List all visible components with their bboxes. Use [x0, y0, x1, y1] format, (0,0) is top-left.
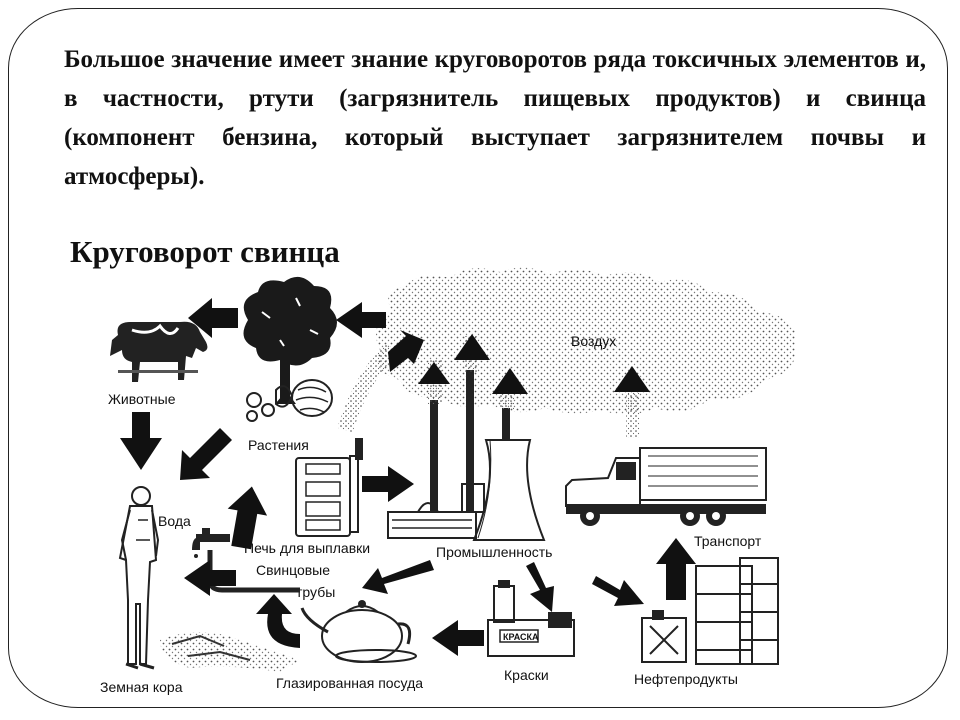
label-water: Вода	[158, 513, 191, 529]
lead-furnace-icon	[295, 438, 363, 537]
label-industry: Промышленность	[436, 544, 552, 560]
label-oil-products: Нефтепродукты	[634, 671, 738, 687]
label-paints: Краски	[504, 667, 549, 683]
slide-frame	[8, 8, 948, 708]
flow-arrows	[120, 298, 696, 656]
label-earth-crust: Земная кора	[100, 679, 183, 695]
earth-crust-icon	[160, 632, 300, 672]
label-pipes: трубы	[296, 584, 335, 600]
label-glazed-dishes: Глазированная посуда	[276, 675, 423, 691]
air-cloud	[376, 267, 796, 415]
oil-products-icon	[641, 557, 779, 665]
label-animals: Животные	[108, 391, 176, 407]
paints-icon	[487, 580, 575, 657]
tree-icon	[243, 276, 337, 404]
human-figure-icon	[118, 486, 160, 670]
cow-icon	[110, 321, 208, 382]
truck-icon	[565, 447, 767, 526]
plants-icon	[246, 379, 333, 422]
diagram-title: Круговорот свинца	[70, 234, 340, 269]
teapot-icon	[300, 600, 417, 663]
industry-icon	[387, 370, 546, 541]
label-furnace: Печь для выплавки	[244, 540, 370, 556]
label-transport: Транспорт	[694, 533, 762, 549]
label-air: Воздух	[571, 333, 616, 349]
paint-can-label: КРАСКА	[503, 632, 539, 642]
water-tap-icon	[192, 528, 230, 558]
label-lead: Свинцовые	[256, 562, 330, 578]
intro-paragraph: Большое значение имеет знание круговорот…	[64, 46, 926, 190]
label-plants: Растения	[248, 437, 309, 453]
